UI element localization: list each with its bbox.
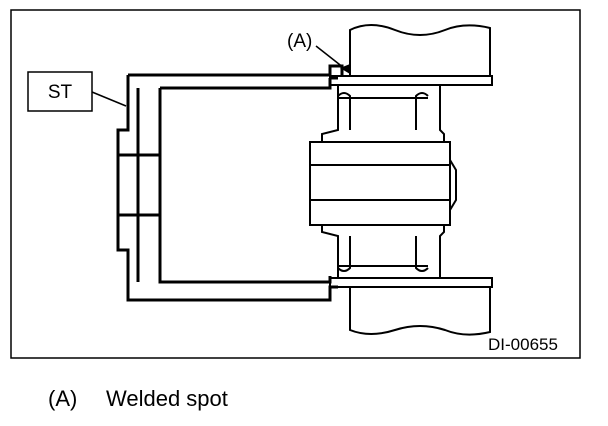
legend: (A) Welded spot xyxy=(48,386,228,412)
upper-tube xyxy=(349,24,491,76)
legend-text: Welded spot xyxy=(106,386,228,411)
upper-flange xyxy=(329,75,493,86)
tool-label-box xyxy=(27,71,93,112)
bushing xyxy=(309,85,457,278)
special-tool xyxy=(116,64,344,302)
drawing-code: DI-00655 xyxy=(488,335,558,354)
callout-a-leader-line xyxy=(315,45,345,69)
callout-a-label: (A) xyxy=(287,31,312,52)
welded-spot xyxy=(340,64,350,74)
diagram-frame xyxy=(10,9,581,359)
tool-leader-line xyxy=(91,91,127,107)
lower-flange xyxy=(329,277,493,288)
legend-key: (A) xyxy=(48,386,78,411)
tool-label: ST xyxy=(48,82,73,103)
lower-tube xyxy=(349,287,491,336)
